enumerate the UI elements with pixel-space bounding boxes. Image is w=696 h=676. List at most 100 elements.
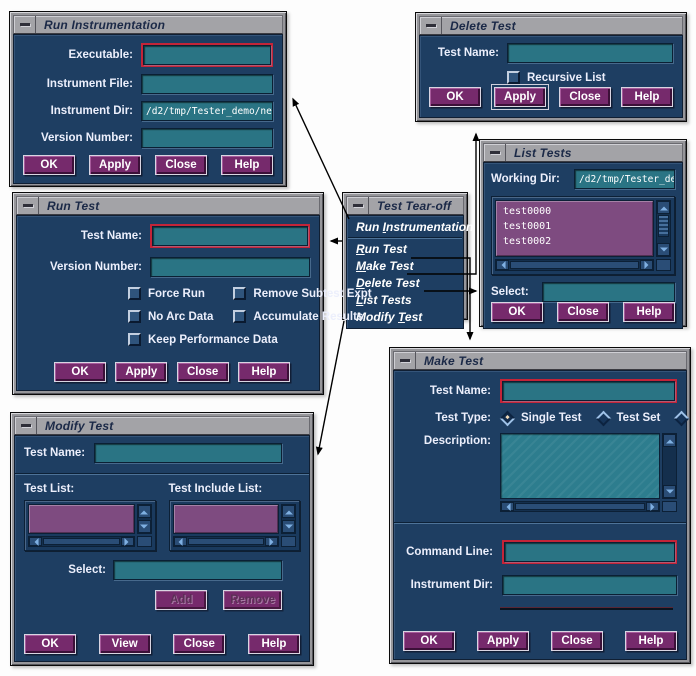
scroll-up-button[interactable]: [282, 505, 295, 518]
instrument-dir-input[interactable]: [502, 575, 677, 595]
scrollbar-thumb[interactable]: [515, 503, 645, 510]
help-button[interactable]: Help: [247, 634, 300, 654]
test-include-list[interactable]: [172, 504, 279, 534]
view-button[interactable]: View: [98, 634, 151, 654]
ok-button[interactable]: OK: [24, 634, 76, 654]
ok-button[interactable]: OK: [54, 362, 106, 382]
test-group-option[interactable]: Test Group: [674, 410, 696, 426]
close-button[interactable]: Close: [559, 87, 611, 107]
ok-button[interactable]: OK: [429, 87, 481, 107]
version-number-input[interactable]: [150, 257, 310, 277]
vertical-scrollbar[interactable]: [662, 433, 677, 499]
minimize-button[interactable]: [420, 17, 442, 34]
close-button[interactable]: Close: [557, 302, 609, 322]
list-tests-titlebar[interactable]: List Tests: [483, 143, 683, 162]
accumulate-results-checkbox[interactable]: [233, 310, 247, 323]
scroll-down-button[interactable]: [663, 485, 676, 498]
ok-button[interactable]: OK: [491, 302, 543, 322]
scroll-down-button[interactable]: [282, 520, 295, 533]
menu-item-delete-test[interactable]: Delete Test: [356, 276, 420, 290]
apply-button[interactable]: Apply: [115, 362, 168, 382]
close-button[interactable]: Close: [551, 631, 603, 651]
scroll-left-button[interactable]: [501, 502, 514, 511]
vertical-scrollbar[interactable]: [136, 504, 152, 534]
horizontal-scrollbar[interactable]: [172, 536, 279, 547]
keep-performance-data-checkbox[interactable]: [128, 333, 141, 346]
modify-test-titlebar[interactable]: Modify Test: [14, 416, 310, 435]
test-group-radio[interactable]: [674, 410, 690, 426]
test-name-input[interactable]: [507, 43, 673, 63]
select-input[interactable]: [113, 560, 282, 580]
test-set-radio[interactable]: [595, 410, 611, 426]
menu-item-list-tests[interactable]: List Tests: [356, 293, 412, 307]
list-item[interactable]: test0000: [503, 206, 552, 217]
close-button[interactable]: Close: [173, 634, 226, 654]
recursive-list-checkbox[interactable]: [507, 71, 520, 84]
remove-button[interactable]: Remove: [223, 590, 282, 610]
ok-button[interactable]: OK: [403, 631, 455, 651]
minimize-button[interactable]: [347, 197, 369, 214]
working-dir-input[interactable]: /d2/tmp/Tester_demo: [574, 169, 675, 189]
description-textarea[interactable]: [500, 433, 660, 499]
vertical-scrollbar[interactable]: [281, 504, 296, 534]
scroll-down-button[interactable]: [137, 520, 151, 533]
run-instrumentation-titlebar[interactable]: Run Instrumentation: [13, 15, 283, 34]
scroll-right-button[interactable]: [640, 260, 653, 270]
version-number-input[interactable]: [141, 128, 273, 148]
menu-item-run-test[interactable]: Run Test: [356, 242, 407, 256]
scrollbar-thumb[interactable]: [43, 538, 120, 545]
minimize-button[interactable]: [15, 417, 37, 434]
scroll-right-button[interactable]: [265, 537, 278, 546]
menu-item-run-instrumentation[interactable]: Run Instrumentation: [356, 220, 474, 234]
add-button[interactable]: Add: [155, 590, 208, 610]
scroll-left-button[interactable]: [29, 537, 42, 546]
tear-off-titlebar[interactable]: Test Tear-off: [346, 196, 464, 215]
test-name-input[interactable]: [94, 443, 282, 463]
ok-button[interactable]: OK: [23, 155, 75, 175]
test-name-input[interactable]: [502, 381, 675, 401]
executable-input[interactable]: [143, 45, 271, 65]
scroll-right-button[interactable]: [646, 502, 659, 511]
apply-button[interactable]: Apply: [494, 87, 546, 107]
force-run-checkbox[interactable]: [128, 287, 141, 300]
scrollbar-thumb[interactable]: [510, 261, 639, 269]
select-input[interactable]: [542, 282, 675, 302]
horizontal-scrollbar[interactable]: [28, 536, 135, 547]
horizontal-scrollbar[interactable]: [495, 259, 654, 271]
scrollbar-thumb[interactable]: [187, 538, 264, 545]
help-button[interactable]: Help: [237, 362, 290, 382]
single-test-option[interactable]: Single Test: [499, 410, 582, 426]
scroll-up-button[interactable]: [663, 434, 676, 447]
test-list[interactable]: test0000 test0001 test0002: [495, 200, 654, 257]
test-name-input[interactable]: [152, 226, 308, 246]
menu-item-make-test[interactable]: Make Test: [356, 259, 414, 273]
instrument-dir-input[interactable]: /d2/tmp/Tester_demo/newTes: [141, 101, 273, 121]
help-button[interactable]: Help: [623, 302, 675, 322]
help-button[interactable]: Help: [221, 155, 273, 175]
minimize-button[interactable]: [484, 144, 506, 161]
single-test-radio[interactable]: [499, 410, 516, 426]
instrument-file-input[interactable]: [141, 74, 273, 94]
remove-subtest-expt-checkbox[interactable]: [233, 287, 247, 300]
test-list[interactable]: [28, 504, 135, 534]
scroll-up-button[interactable]: [657, 201, 670, 214]
list-item[interactable]: test0002: [503, 236, 552, 247]
scroll-left-button[interactable]: [173, 537, 187, 546]
command-line-input[interactable]: [504, 542, 675, 562]
help-button[interactable]: Help: [621, 87, 673, 107]
scroll-up-button[interactable]: [137, 505, 151, 518]
scroll-right-button[interactable]: [120, 537, 134, 546]
scroll-left-button[interactable]: [496, 260, 509, 270]
apply-button[interactable]: Apply: [477, 631, 529, 651]
make-test-titlebar[interactable]: Make Test: [393, 351, 687, 370]
minimize-button[interactable]: [14, 16, 36, 33]
no-arc-data-checkbox[interactable]: [128, 310, 141, 323]
minimize-button[interactable]: [394, 352, 416, 369]
horizontal-scrollbar[interactable]: [500, 501, 660, 512]
close-button[interactable]: Close: [176, 362, 229, 382]
scrollbar-thumb[interactable]: [658, 215, 669, 237]
close-button[interactable]: Close: [155, 155, 207, 175]
delete-test-titlebar[interactable]: Delete Test: [419, 16, 683, 35]
run-test-titlebar[interactable]: Run Test: [16, 196, 320, 215]
list-item[interactable]: test0001: [503, 221, 552, 232]
